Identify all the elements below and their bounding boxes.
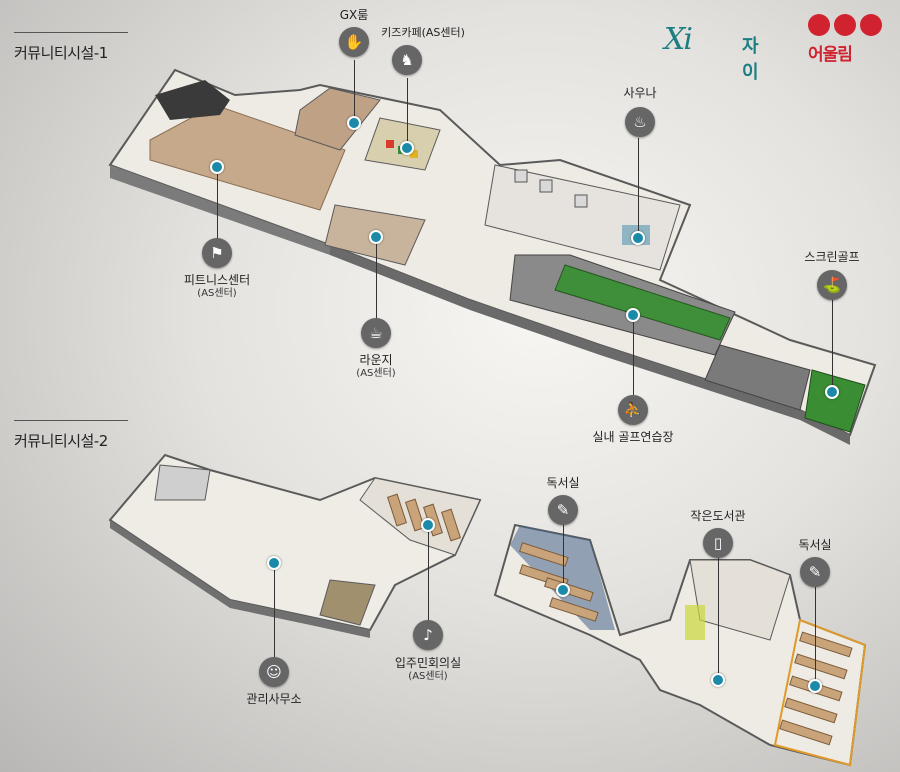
pointer-fitness <box>217 167 218 239</box>
pointer-office <box>274 563 275 657</box>
pointer-reading-left <box>563 524 564 590</box>
label-screen-golf: 스크린골프 <box>804 250 859 264</box>
section-rule <box>14 420 128 421</box>
yoga-icon: ✋ <box>339 27 369 57</box>
section-rule <box>14 32 128 33</box>
location-pin-reading-right <box>808 679 822 693</box>
location-pin-fitness <box>210 160 224 174</box>
xi-logo-text: 자이 <box>742 36 759 83</box>
label-sauna: 사우나 <box>623 86 656 100</box>
label-golf-range: 실내 골프연습장 <box>592 430 673 444</box>
location-pin-gx-room <box>347 116 361 130</box>
golf-flag-icon: ⛳ <box>817 270 847 300</box>
label-text: 실내 골프연습장 <box>592 430 674 444</box>
microphone-icon: ♪ <box>413 620 443 650</box>
location-pin-kids-cafe <box>400 141 414 155</box>
pointer-sauna <box>638 138 639 238</box>
label-fitness: 피트니스센터 (AS센터) <box>184 273 250 301</box>
book-pen-icon: ✎ <box>800 557 830 587</box>
section-title-community-2: 커뮤니티시설-2 <box>14 420 128 451</box>
location-pin-lounge <box>369 230 383 244</box>
label-text: 독서실 <box>798 538 832 552</box>
label-reading-right: 독서실 <box>798 538 831 552</box>
label-text: 스크린골프 <box>804 250 860 264</box>
label-office: 관리사무소 <box>246 692 301 706</box>
treadmill-icon: ⚑ <box>202 238 232 268</box>
partner-logo-text: 어울림 <box>808 45 853 65</box>
label-text: 독서실 <box>546 476 580 490</box>
pointer-small-library <box>718 557 719 680</box>
pointer-screen-golf <box>832 300 833 392</box>
label-text: 피트니스센터 <box>183 273 251 287</box>
pointer-lounge <box>376 237 377 319</box>
community-2-right-plan <box>493 523 867 767</box>
sauna-icon: ♨ <box>625 107 655 137</box>
book-pen-icon: ✎ <box>548 495 578 525</box>
location-pin-golf-range <box>626 308 640 322</box>
location-pin-screen-golf <box>825 385 839 399</box>
community-2-left-plan <box>108 453 482 638</box>
partner-logo: 어울림 <box>808 14 888 65</box>
label-text: 입주민회의실 <box>394 656 462 670</box>
label-small-library: 작은도서관 <box>690 509 745 523</box>
xi-logo-mark: Xi <box>664 22 693 57</box>
golfer-icon: ⛹ <box>618 395 648 425</box>
pointer-meeting <box>428 525 429 620</box>
xi-logo: Xi 자이 <box>664 22 759 83</box>
community-1-plan <box>108 68 877 445</box>
section-title-text: 커뮤니티시설-1 <box>14 44 108 62</box>
label-text: 관리사무소 <box>246 692 302 706</box>
label-text: 키즈카페(AS센터) <box>381 26 465 39</box>
location-pin-sauna <box>631 231 645 245</box>
location-pin-small-library <box>711 673 725 687</box>
library-door-icon: ▯ <box>703 528 733 558</box>
pointer-gx-room <box>354 60 355 122</box>
label-kids-cafe: 키즈카페(AS센터) <box>381 26 465 40</box>
label-gx-room: GX룸 <box>340 8 369 22</box>
label-text: 사우나 <box>623 86 657 100</box>
label-subtext: (AS센터) <box>356 368 396 379</box>
coffee-cup-icon: ☕ <box>361 318 391 348</box>
section-title-community-1: 커뮤니티시설-1 <box>14 32 128 63</box>
label-lounge: 라운지 (AS센터) <box>356 353 395 381</box>
rocking-horse-icon: ♞ <box>392 45 422 75</box>
location-pin-meeting <box>421 518 435 532</box>
label-meeting: 입주민회의실 (AS센터) <box>395 656 461 684</box>
section-title-text: 커뮤니티시설-2 <box>14 432 108 450</box>
people-icon: ☺ <box>259 657 289 687</box>
pointer-golf-range <box>633 315 634 395</box>
label-text: 작은도서관 <box>690 509 746 523</box>
location-pin-reading-left <box>556 583 570 597</box>
partner-logo-dots <box>808 14 888 36</box>
label-text: GX룸 <box>339 8 369 22</box>
pointer-reading-right <box>815 586 816 686</box>
label-reading-left: 독서실 <box>546 476 579 490</box>
label-subtext: (AS센터) <box>197 288 237 299</box>
pointer-kids-cafe <box>407 78 408 146</box>
label-subtext: (AS센터) <box>408 671 448 682</box>
label-text: 라운지 <box>359 353 393 367</box>
location-pin-office <box>267 556 281 570</box>
